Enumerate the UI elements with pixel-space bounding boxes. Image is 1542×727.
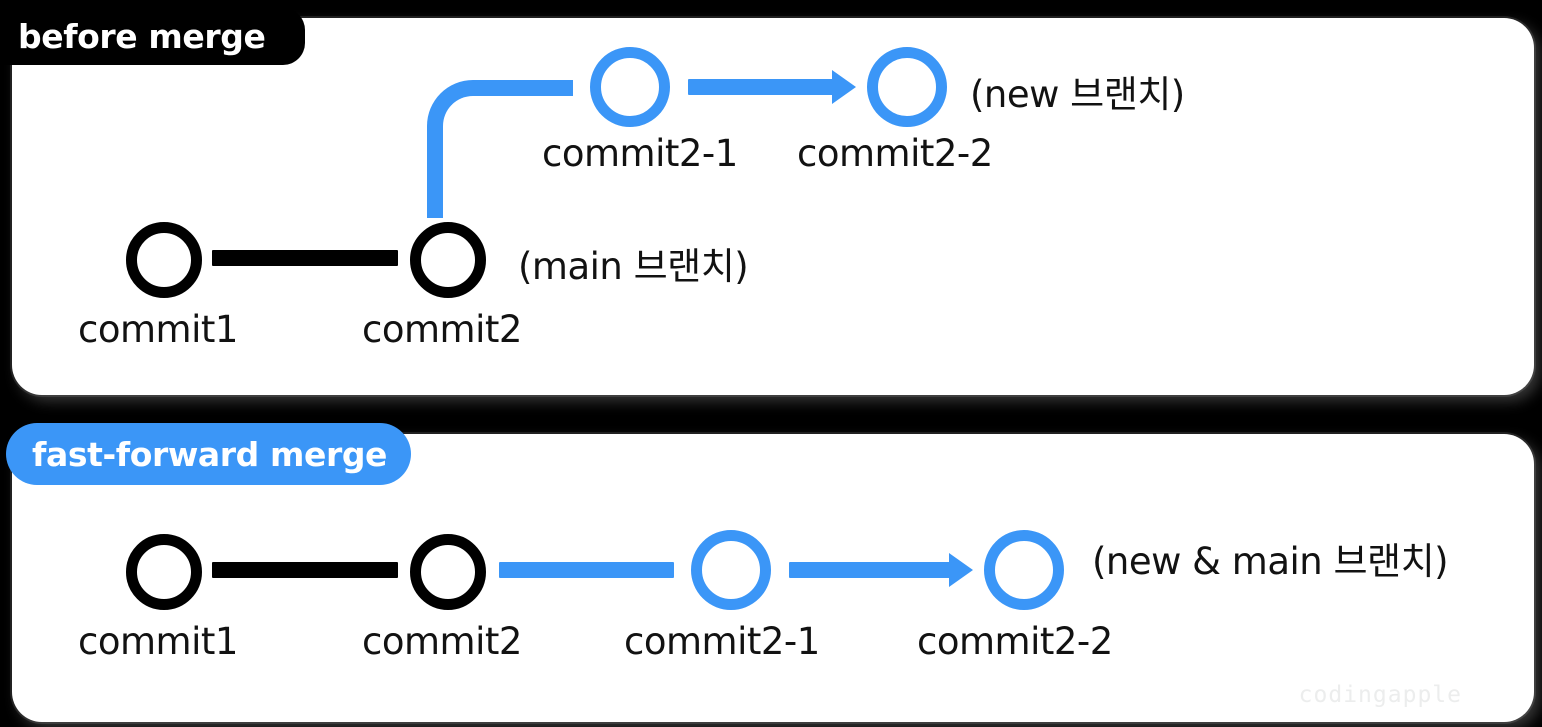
branch-label-new: (new 브랜치) [970, 73, 1185, 116]
watermark-codingapple: codingapple [1298, 682, 1462, 708]
edge-commit2-1-to-commit2-2 [688, 79, 834, 95]
arrow-head-icon [949, 553, 973, 587]
edge-commit1-to-commit2 [212, 250, 398, 266]
branch-elbow-connector [427, 80, 573, 200]
node-commit1 [126, 222, 202, 298]
badge-before-merge: before merge [0, 8, 305, 65]
node-label-commit2: commit2 [362, 308, 522, 351]
node-commit2 [410, 534, 486, 610]
arrow-head-icon [832, 70, 856, 104]
branch-vertical-stem [427, 196, 443, 218]
node-label-commit2-1: commit2-1 [542, 132, 738, 175]
node-commit1 [126, 534, 202, 610]
edge-commit2-to-commit2-1 [499, 562, 674, 578]
node-label-commit2-1: commit2-1 [624, 620, 820, 663]
node-label-commit1: commit1 [78, 308, 238, 351]
node-commit2-1 [691, 530, 771, 610]
node-commit2-1 [590, 47, 670, 127]
panel-fast-forward-merge: commit1 commit2 commit2-1 commit2-2 (new… [12, 434, 1534, 722]
badge-fast-forward-merge: fast-forward merge [6, 423, 411, 485]
node-commit2-2 [984, 530, 1064, 610]
panel-before-merge: commit1 commit2 commit2-1 commit2-2 (new… [12, 18, 1534, 395]
node-label-commit1: commit1 [78, 620, 238, 663]
node-commit2-2 [867, 47, 947, 127]
edge-commit2-1-to-commit2-2 [789, 562, 951, 578]
branch-label-new-and-main: (new & main 브랜치) [1092, 540, 1449, 583]
node-label-commit2-2: commit2-2 [917, 620, 1113, 663]
edge-commit1-to-commit2 [212, 562, 398, 578]
node-commit2 [410, 222, 486, 298]
node-label-commit2: commit2 [362, 620, 522, 663]
branch-label-main: (main 브랜치) [518, 245, 749, 288]
node-label-commit2-2: commit2-2 [797, 132, 993, 175]
